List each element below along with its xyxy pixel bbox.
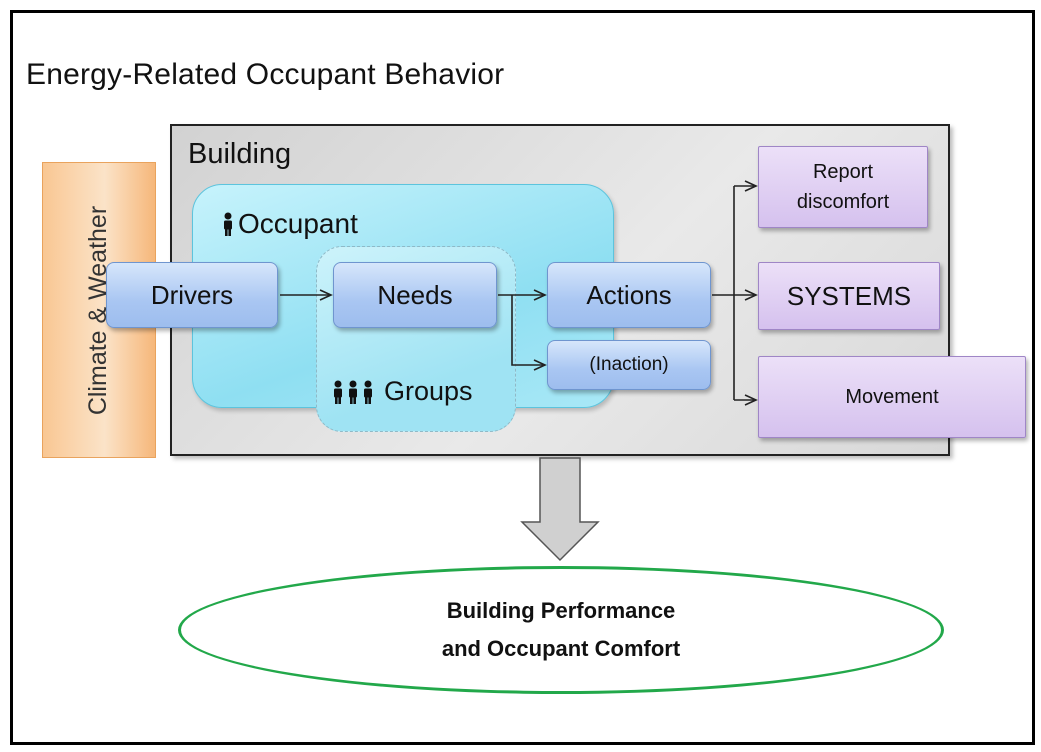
result-line1: Building Performance (446, 598, 676, 623)
result-oval: Building Performance and Occupant Comfor… (178, 566, 944, 694)
systems-node: SYSTEMS (758, 262, 940, 330)
movement-node: Movement (758, 356, 1026, 438)
systems-label: SYSTEMS (786, 280, 912, 311)
report-label-line1: Report (812, 161, 874, 183)
actions-label: Actions (586, 279, 672, 310)
group-icon (334, 380, 372, 404)
inaction-node: (Inaction) (547, 340, 711, 390)
groups-header: Groups (332, 376, 473, 407)
inaction-label: (Inaction) (589, 354, 669, 375)
result-line2: and Occupant Comfort (441, 636, 681, 661)
groups-label: Groups (384, 376, 473, 406)
report-discomfort-node: Report discomfort (758, 146, 928, 228)
movement-label: Movement (845, 385, 939, 408)
occupant-label: Occupant (238, 208, 358, 239)
actions-node: Actions (547, 262, 711, 328)
needs-label: Needs (377, 279, 453, 310)
occupant-header: Occupant (222, 208, 358, 240)
needs-node: Needs (333, 262, 497, 328)
building-label: Building (188, 138, 292, 170)
drivers-node: Drivers (106, 262, 278, 328)
arrow-icon (511, 295, 547, 371)
person-icon (224, 212, 232, 236)
block-arrow-icon (520, 457, 600, 562)
report-label-line2: discomfort (796, 191, 890, 213)
drivers-label: Drivers (150, 279, 234, 310)
diagram-title: Energy-Related Occupant Behavior (26, 58, 505, 91)
